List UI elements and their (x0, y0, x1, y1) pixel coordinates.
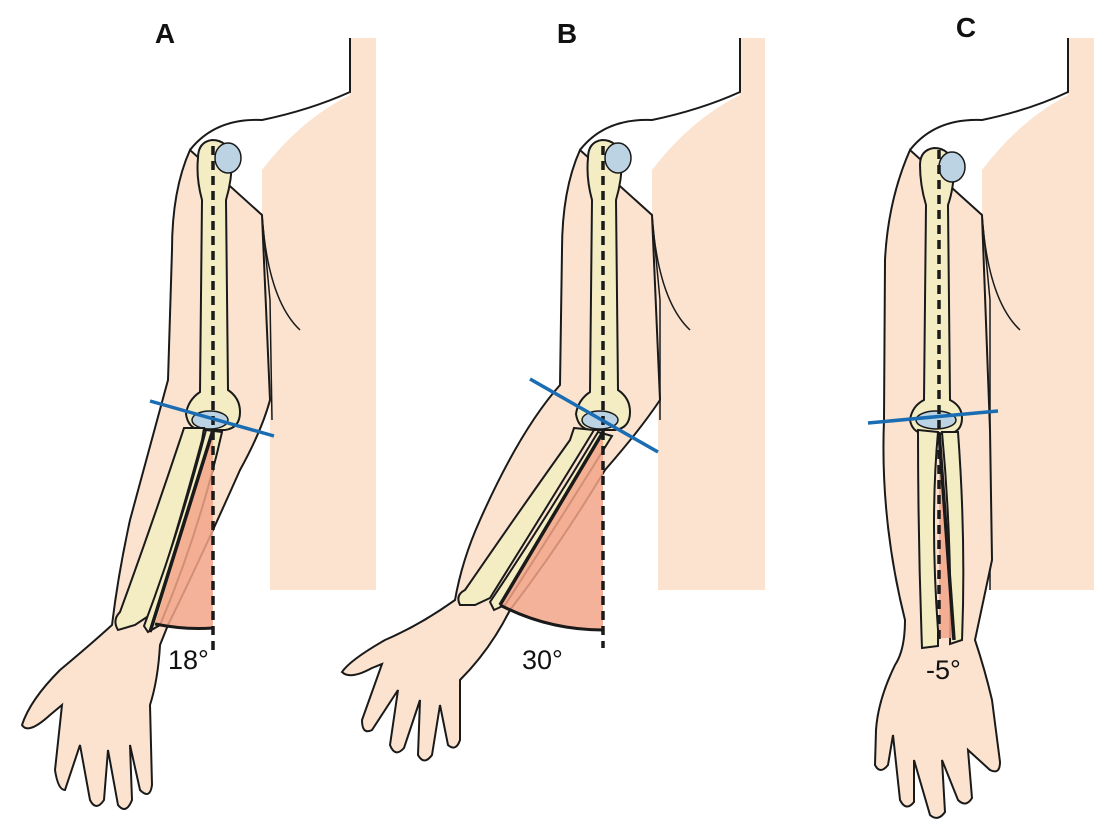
angle-label-a: 18° (168, 645, 209, 675)
torso-c (982, 38, 1094, 590)
angle-label-b: 30° (522, 645, 563, 675)
shoulder-outline-a (189, 38, 351, 151)
panel-c (867, 38, 1094, 819)
torso-side-a (261, 214, 273, 421)
panel-a (20, 38, 376, 810)
panel-letter-a: A (154, 18, 176, 49)
humerus-c (908, 146, 964, 435)
arm-a (20, 148, 272, 810)
shoulder-outline-b (579, 38, 741, 151)
ulna-c (940, 431, 965, 646)
angle-arc-b (499, 603, 604, 632)
shoulder-outline-c (909, 38, 1069, 151)
panel-letter-b: B (556, 18, 578, 49)
panel-letter-c: C (955, 12, 977, 43)
panel-b (340, 38, 765, 762)
elbow-axis-b (529, 377, 659, 454)
elbow-axis-a (149, 399, 275, 438)
torso-b (652, 38, 765, 590)
forearm-axis-a (148, 429, 215, 633)
radius-b (457, 426, 596, 606)
angle-wedge-b (500, 432, 603, 630)
forearm-axis-b (498, 431, 605, 606)
forearm-axis-c (937, 431, 956, 641)
humeral-head-c (938, 151, 966, 183)
radius-c (916, 428, 940, 650)
humeral-head-b (604, 142, 632, 174)
torso-a (262, 38, 376, 590)
angle-arc-a (154, 622, 214, 630)
elbow-axis-c (867, 409, 999, 425)
angle-label-c: -5° (926, 655, 961, 685)
humeral-head-a (214, 142, 242, 174)
